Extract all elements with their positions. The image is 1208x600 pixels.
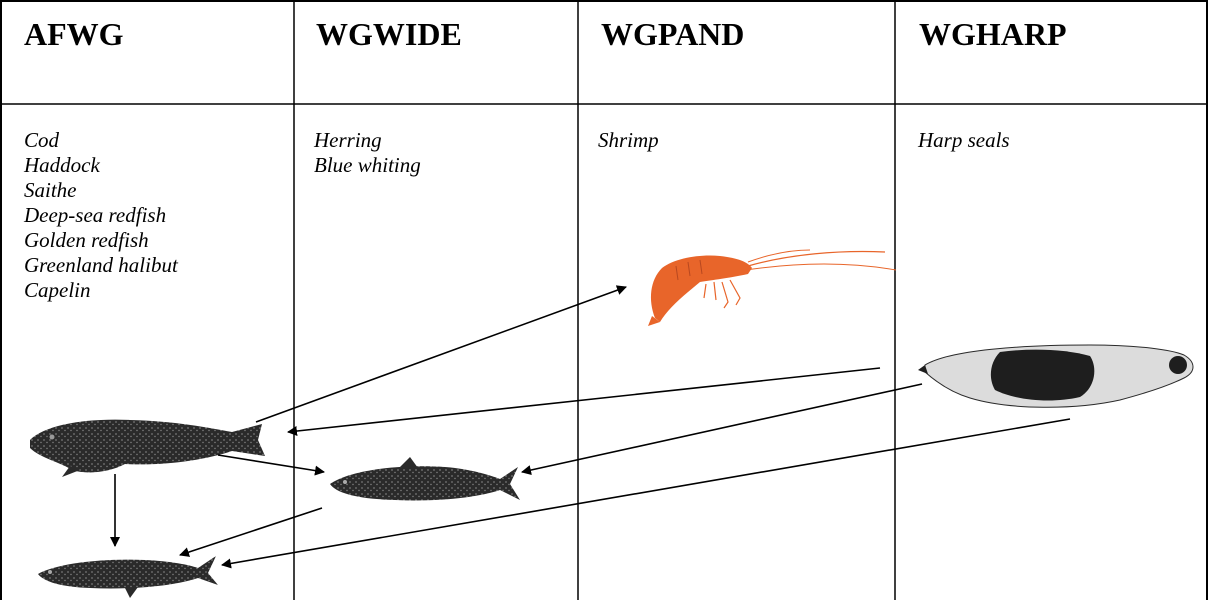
arrow-seal-to-herring [522, 384, 922, 472]
cod-illustration [30, 420, 265, 477]
arrow-cod-to-herring [218, 455, 324, 472]
shrimp-illustration [648, 250, 896, 326]
capelin-illustration [38, 556, 218, 598]
arrow-herring-to-capelin [180, 508, 322, 555]
herring-illustration [330, 457, 520, 500]
harp-seal-illustration [918, 345, 1193, 407]
